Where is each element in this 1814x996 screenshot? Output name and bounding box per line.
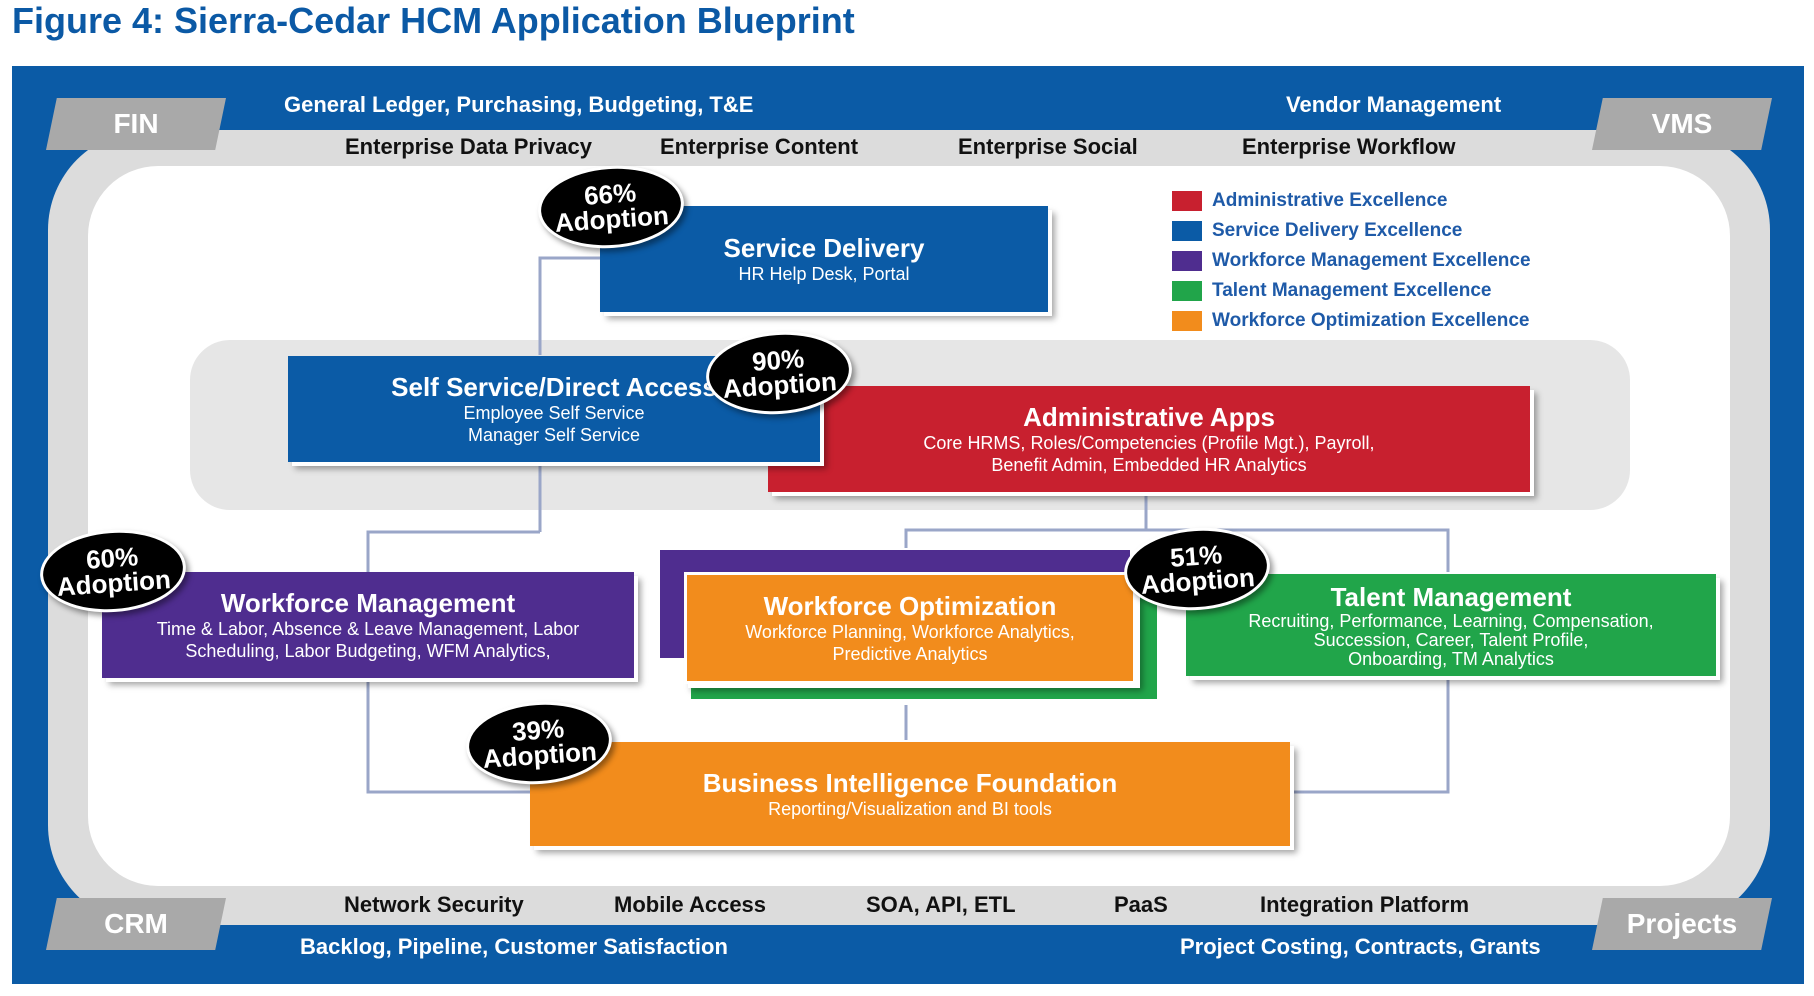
legend-label: Workforce Optimization Excellence bbox=[1212, 310, 1530, 331]
connector-wfm-bi bbox=[366, 680, 530, 794]
legend-item: Service Delivery Excellence bbox=[1172, 216, 1531, 246]
projects-tab: Projects bbox=[1592, 898, 1772, 950]
box-subtitle: Benefit Admin, Embedded HR Analytics bbox=[991, 455, 1307, 475]
box-subtitle: Core HRMS, Roles/Competencies (Profile M… bbox=[923, 433, 1375, 453]
legend-label: Talent Management Excellence bbox=[1212, 280, 1492, 301]
connector-wfm-top bbox=[366, 530, 540, 572]
vms-detail: Vendor Management bbox=[1286, 92, 1502, 117]
box-subtitle: HR Help Desk, Portal bbox=[738, 264, 910, 284]
badge-label: Adoption bbox=[481, 736, 598, 774]
legend-item: Workforce Management Excellence bbox=[1172, 246, 1531, 276]
ring-item-data-privacy: Enterprise Data Privacy bbox=[345, 134, 593, 159]
box-subtitle: Recruiting, Performance, Learning, Compe… bbox=[1248, 610, 1654, 631]
box-title: Talent Management bbox=[1330, 581, 1572, 612]
ring-item-integration-platform: Integration Platform bbox=[1260, 892, 1470, 917]
legend-swatch-optimization bbox=[1172, 311, 1202, 331]
administrative-apps-box: Administrative Apps Core HRMS, Roles/Com… bbox=[768, 386, 1530, 492]
ring-item-content: Enterprise Content bbox=[660, 134, 859, 159]
legend: Administrative Excellence Service Delive… bbox=[1172, 186, 1531, 336]
box-subtitle: Onboarding, TM Analytics bbox=[1348, 648, 1554, 669]
box-subtitle: Predictive Analytics bbox=[832, 644, 988, 664]
legend-item: Workforce Optimization Excellence bbox=[1172, 306, 1531, 336]
ring-item-network-security: Network Security bbox=[344, 892, 524, 917]
box-subtitle: Succession, Career, Talent Profile, bbox=[1313, 629, 1589, 650]
badge-label: Adoption bbox=[553, 200, 670, 238]
legend-swatch-workforce-mgmt bbox=[1172, 251, 1202, 271]
ring-item-soa-api-etl: SOA, API, ETL bbox=[866, 892, 1016, 917]
box-title: Self Service/Direct Access bbox=[391, 372, 717, 402]
workforce-management-box: Workforce Management Time & Labor, Absen… bbox=[102, 572, 634, 678]
badge-label: Adoption bbox=[55, 564, 172, 602]
crm-detail: Backlog, Pipeline, Customer Satisfaction bbox=[300, 934, 728, 959]
legend-swatch-admin bbox=[1172, 191, 1202, 211]
bi-foundation-box: Business Intelligence Foundation Reporti… bbox=[530, 742, 1290, 846]
box-subtitle: Employee Self Service bbox=[463, 403, 645, 423]
box-title: Administrative Apps bbox=[1023, 402, 1275, 432]
legend-label: Service Delivery Excellence bbox=[1212, 220, 1463, 241]
legend-swatch-talent bbox=[1172, 281, 1202, 301]
legend-item: Administrative Excellence bbox=[1172, 186, 1531, 216]
projects-detail: Project Costing, Contracts, Grants bbox=[1180, 934, 1541, 959]
box-title: Business Intelligence Foundation bbox=[702, 768, 1118, 798]
badge-label: Adoption bbox=[721, 366, 838, 404]
legend-label: Workforce Management Excellence bbox=[1212, 250, 1531, 271]
connector-service-self bbox=[538, 256, 600, 355]
figure-title: Figure 4: Sierra-Cedar HCM Application B… bbox=[12, 0, 855, 41]
box-subtitle: Time & Labor, Absence & Leave Management… bbox=[156, 619, 580, 639]
box-subtitle: Manager Self Service bbox=[467, 425, 641, 445]
crm-tab: CRM bbox=[46, 898, 226, 950]
legend-label: Administrative Excellence bbox=[1212, 190, 1448, 211]
workforce-optimization-box: Workforce Optimization Workforce Plannin… bbox=[684, 572, 1136, 684]
ring-item-mobile-access: Mobile Access bbox=[614, 892, 767, 917]
vms-tab: VMS bbox=[1592, 98, 1772, 150]
box-title: Service Delivery bbox=[723, 233, 925, 263]
box-title: Workforce Management bbox=[220, 588, 516, 618]
box-subtitle: Workforce Planning, Workforce Analytics, bbox=[745, 622, 1075, 642]
connector-tm-bi bbox=[1290, 676, 1450, 794]
box-subtitle: Reporting/Visualization and BI tools bbox=[768, 799, 1052, 819]
badge-label: Adoption bbox=[1139, 562, 1256, 600]
box-subtitle: Scheduling, Labor Budgeting, WFM Analyti… bbox=[185, 641, 551, 661]
ring-item-paas: PaaS bbox=[1114, 892, 1168, 917]
legend-item: Talent Management Excellence bbox=[1172, 276, 1531, 306]
fin-detail: General Ledger, Purchasing, Budgeting, T… bbox=[284, 92, 754, 117]
legend-swatch-service bbox=[1172, 221, 1202, 241]
ring-item-social: Enterprise Social bbox=[958, 134, 1138, 159]
ring-item-workflow: Enterprise Workflow bbox=[1242, 134, 1456, 159]
fin-tab: FIN bbox=[46, 98, 226, 150]
box-title: Workforce Optimization bbox=[763, 591, 1057, 621]
talent-management-box: Talent Management Recruiting, Performanc… bbox=[1186, 574, 1716, 676]
